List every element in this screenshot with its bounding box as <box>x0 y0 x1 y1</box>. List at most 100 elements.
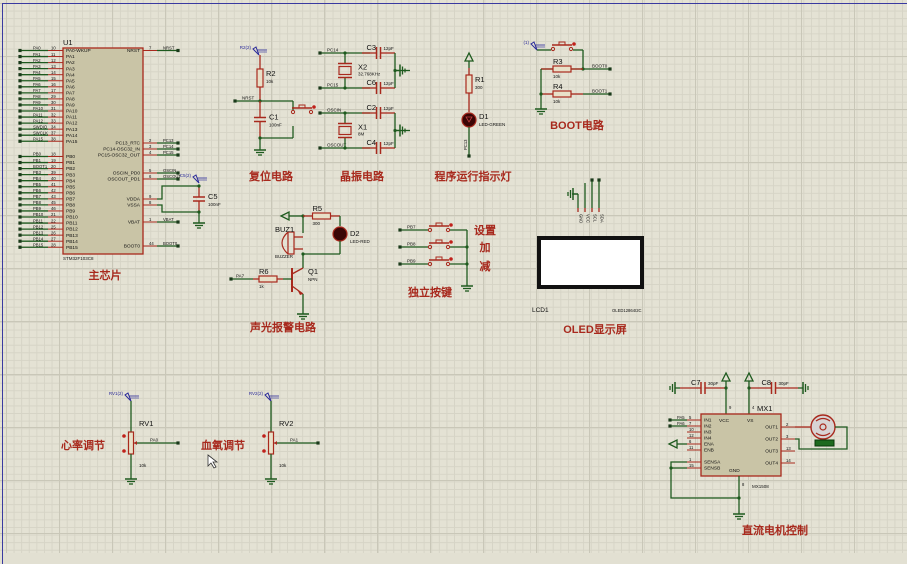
terminal[interactable] <box>18 109 22 113</box>
terminal[interactable] <box>318 86 322 90</box>
potentiometer-body[interactable] <box>127 431 135 455</box>
terminal[interactable] <box>176 177 180 181</box>
terminal[interactable] <box>18 245 22 249</box>
voltage-probe[interactable]: RV1(2) <box>109 391 139 402</box>
terminal[interactable] <box>18 91 22 95</box>
mx1508-body[interactable] <box>700 413 782 477</box>
terminal[interactable] <box>18 154 22 159</box>
terminal[interactable] <box>176 220 180 224</box>
terminal[interactable] <box>18 115 22 119</box>
terminal[interactable] <box>597 178 601 182</box>
reset-button[interactable] <box>290 104 316 115</box>
voltage-probe[interactable]: RV2(2) <box>249 391 279 402</box>
terminal[interactable] <box>229 277 233 281</box>
voltage-probe[interactable]: (1) <box>524 40 546 51</box>
terminal[interactable] <box>398 262 402 266</box>
terminal[interactable] <box>398 245 402 249</box>
terminal[interactable] <box>18 61 22 65</box>
terminal[interactable] <box>18 227 22 231</box>
terminal[interactable] <box>176 141 180 145</box>
terminal[interactable] <box>18 103 22 107</box>
pot-down-button[interactable] <box>122 449 126 453</box>
terminal[interactable] <box>467 154 471 158</box>
terminal[interactable] <box>18 191 22 195</box>
terminal[interactable] <box>176 48 180 53</box>
terminal[interactable] <box>18 209 22 213</box>
terminal[interactable] <box>18 173 22 177</box>
terminal[interactable] <box>233 99 237 103</box>
terminal[interactable] <box>18 167 22 171</box>
terminal[interactable] <box>18 73 22 77</box>
terminal[interactable] <box>318 146 322 150</box>
terminal[interactable] <box>18 67 22 71</box>
terminal[interactable] <box>18 160 22 165</box>
mcu-body[interactable] <box>62 47 144 255</box>
terminal[interactable] <box>18 97 22 101</box>
terminal[interactable] <box>18 215 22 219</box>
terminal[interactable] <box>176 441 180 445</box>
terminal[interactable] <box>18 54 22 59</box>
voltage-probe[interactable]: R2(2) <box>240 45 267 56</box>
dc-motor[interactable] <box>795 414 836 447</box>
terminal[interactable] <box>18 121 22 125</box>
terminal[interactable] <box>18 48 22 53</box>
